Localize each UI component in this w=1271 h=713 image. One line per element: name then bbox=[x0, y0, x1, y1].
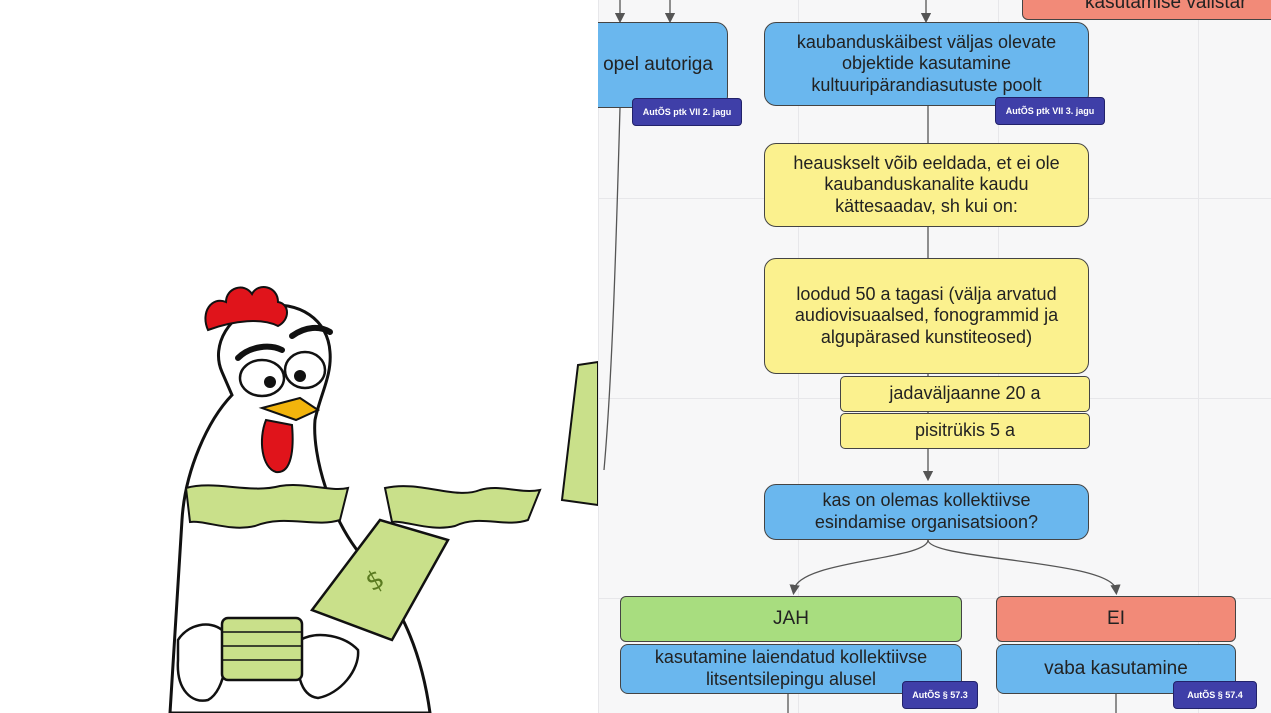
top-partial-node[interactable]: kasutamise välistar bbox=[1022, 0, 1271, 20]
extended-license-label: kasutamine laiendatud kollektiivse litse… bbox=[654, 647, 928, 689]
right-eyebrow bbox=[289, 324, 333, 339]
chicken-money-illustration: $ bbox=[0, 0, 598, 713]
serial-publication-label: jadaväljaanne 20 a bbox=[889, 383, 1041, 404]
small-print-node[interactable]: pisitrükis 5 a bbox=[840, 413, 1090, 449]
chicken-money-drawing: $ bbox=[168, 286, 598, 713]
left-partial-node[interactable]: opel autoriga bbox=[598, 22, 728, 108]
no-label: EI bbox=[1107, 607, 1125, 629]
rooster-comb-icon bbox=[204, 286, 288, 332]
heritage-use-node[interactable]: kaubanduskäibest väljas olevate objektid… bbox=[764, 22, 1089, 106]
good-faith-label: heauskselt võib eeldada, et ei ole kauba… bbox=[793, 152, 1060, 216]
yes-result-badge[interactable]: AutÕS § 57.3 bbox=[902, 681, 978, 709]
heritage-use-label: kaubanduskäibest väljas olevate objektid… bbox=[796, 31, 1057, 95]
good-faith-node[interactable]: heauskselt võib eeldada, et ei ole kauba… bbox=[764, 143, 1089, 227]
serial-publication-node[interactable]: jadaväljaanne 20 a bbox=[840, 376, 1090, 412]
yes-label: JAH bbox=[773, 607, 809, 629]
small-print-label: pisitrükis 5 a bbox=[914, 420, 1016, 441]
money-banknote-icon bbox=[184, 484, 350, 529]
beak bbox=[258, 396, 321, 422]
left-eye bbox=[238, 358, 286, 398]
left-node-badge[interactable]: AutÕS ptk VII 2. jagu bbox=[632, 98, 742, 126]
money-banknote-icon bbox=[560, 360, 598, 507]
wattle bbox=[260, 418, 294, 474]
right-eye bbox=[283, 350, 327, 390]
left-hand bbox=[176, 623, 228, 702]
heritage-use-badge[interactable]: AutÕS ptk VII 3. jagu bbox=[995, 97, 1105, 125]
money-banknote-icon bbox=[383, 485, 542, 529]
free-use-label: vaba kasutamine bbox=[1044, 657, 1188, 679]
no-node[interactable]: EI bbox=[996, 596, 1236, 642]
collective-org-question-node[interactable]: kas on olemas kollektiivse esindamise or… bbox=[764, 484, 1089, 540]
collective-org-question-label: kas on olemas kollektiivse esindamise or… bbox=[814, 490, 1039, 532]
left-eyebrow bbox=[235, 343, 285, 361]
left-partial-label: opel autoriga bbox=[603, 53, 713, 75]
created-50-years-node[interactable]: loodud 50 a tagasi (välja arvatud audiov… bbox=[764, 258, 1089, 374]
yes-node[interactable]: JAH bbox=[620, 596, 962, 642]
no-result-badge[interactable]: AutÕS § 57.4 bbox=[1173, 681, 1257, 709]
flowchart-canvas[interactable]: kasutamise välistar opel autoriga AutÕS … bbox=[598, 0, 1271, 713]
money-stack-icon bbox=[220, 616, 304, 682]
created-50-years-label: loodud 50 a tagasi (välja arvatud audiov… bbox=[794, 283, 1059, 347]
top-partial-label: kasutamise välistar bbox=[1085, 0, 1247, 13]
money-banknote-icon bbox=[309, 518, 450, 642]
